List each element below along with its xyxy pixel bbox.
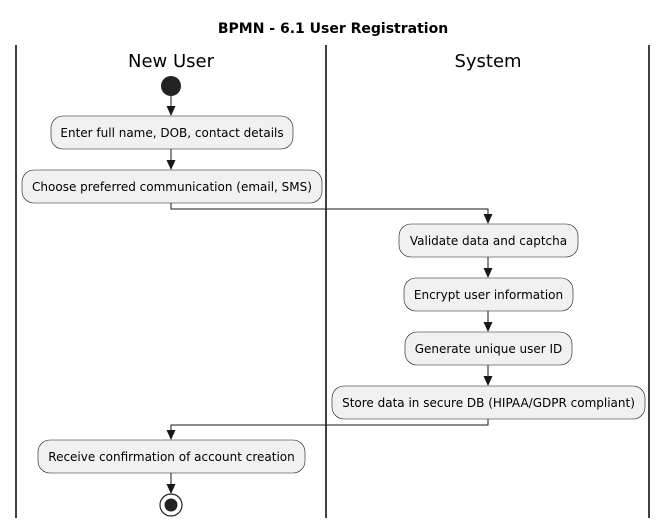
activity-receive-confirmation[interactable]: Receive confirmation of account creation bbox=[37, 439, 306, 474]
activity-store-data[interactable]: Store data in secure DB (HIPAA/GDPR comp… bbox=[331, 385, 646, 420]
activity-encrypt-info[interactable]: Encrypt user information bbox=[403, 277, 574, 312]
diagram-title: BPMN - 6.1 User Registration bbox=[218, 21, 448, 37]
activity-validate-data[interactable]: Validate data and captcha bbox=[398, 223, 579, 258]
arrowhead bbox=[483, 376, 493, 386]
activity-generate-id[interactable]: Generate unique user ID bbox=[404, 331, 573, 366]
activity-box bbox=[398, 223, 579, 258]
arrowhead bbox=[166, 430, 176, 440]
activity-box bbox=[331, 385, 646, 420]
activity-box bbox=[21, 169, 323, 204]
end-node-core bbox=[164, 498, 178, 512]
lane-header-system: System bbox=[454, 51, 521, 72]
activity-choose-communication[interactable]: Choose preferred communication (email, S… bbox=[21, 169, 323, 204]
arrowhead bbox=[166, 106, 176, 116]
flow-connectors bbox=[166, 96, 493, 494]
arrowhead bbox=[166, 484, 176, 494]
flow-a6-to-a7 bbox=[170, 419, 489, 432]
arrowhead bbox=[483, 322, 493, 332]
activity-label: Encrypt user information bbox=[414, 288, 563, 302]
activity-label: Enter full name, DOB, contact details bbox=[60, 126, 283, 140]
lane-header-new-user: New User bbox=[128, 51, 215, 72]
arrowhead bbox=[483, 214, 493, 224]
arrowhead bbox=[483, 268, 493, 278]
start-node bbox=[161, 76, 181, 96]
end-node bbox=[159, 493, 183, 517]
activity-label: Receive confirmation of account creation bbox=[48, 450, 294, 464]
activity-enter-details[interactable]: Enter full name, DOB, contact details bbox=[50, 115, 294, 150]
swimlane-borders bbox=[15, 45, 650, 518]
activity-label: Store data in secure DB (HIPAA/GDPR comp… bbox=[342, 396, 635, 410]
activity-box bbox=[403, 277, 574, 312]
activity-box bbox=[37, 439, 306, 474]
activity-box bbox=[50, 115, 294, 150]
activity-box bbox=[404, 331, 573, 366]
activity-label: Validate data and captcha bbox=[410, 234, 567, 248]
flow-a2-to-a3 bbox=[170, 203, 489, 216]
activity-label: Generate unique user ID bbox=[415, 342, 563, 356]
arrowhead bbox=[166, 160, 176, 170]
activity-label: Choose preferred communication (email, S… bbox=[32, 180, 312, 194]
